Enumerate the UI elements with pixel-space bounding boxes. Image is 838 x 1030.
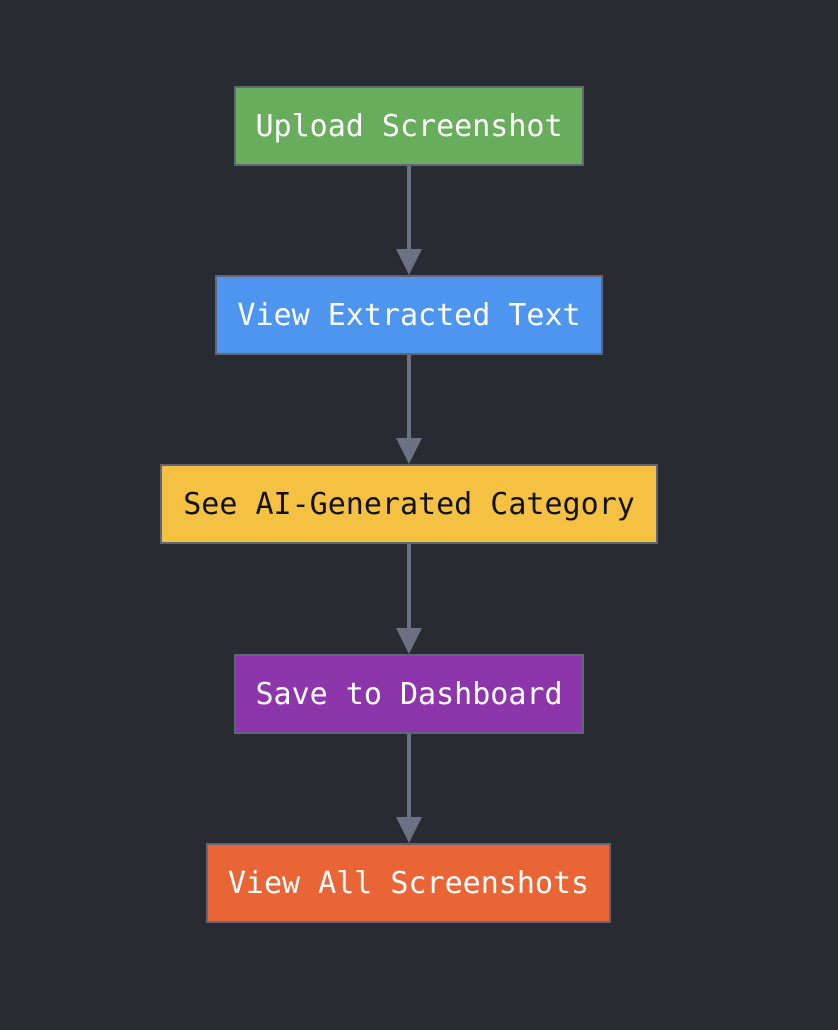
node-view-all-screenshots: View All Screenshots bbox=[206, 843, 611, 923]
node-save-to-dashboard: Save to Dashboard bbox=[234, 654, 584, 734]
node-label: See AI-Generated Category bbox=[183, 486, 635, 522]
node-view-extracted-text: View Extracted Text bbox=[215, 275, 603, 355]
node-label: Upload Screenshot bbox=[255, 108, 563, 144]
node-label: View Extracted Text bbox=[237, 297, 581, 333]
edge-arrowhead-3 bbox=[396, 817, 422, 843]
edge-arrowhead-0 bbox=[396, 249, 422, 275]
edge-arrowhead-1 bbox=[396, 438, 422, 464]
edge-arrowhead-2 bbox=[396, 628, 422, 654]
node-see-ai-generated-category: See AI-Generated Category bbox=[160, 464, 658, 544]
node-label: View All Screenshots bbox=[227, 865, 590, 901]
node-label: Save to Dashboard bbox=[255, 676, 563, 712]
node-upload-screenshot: Upload Screenshot bbox=[234, 86, 584, 166]
